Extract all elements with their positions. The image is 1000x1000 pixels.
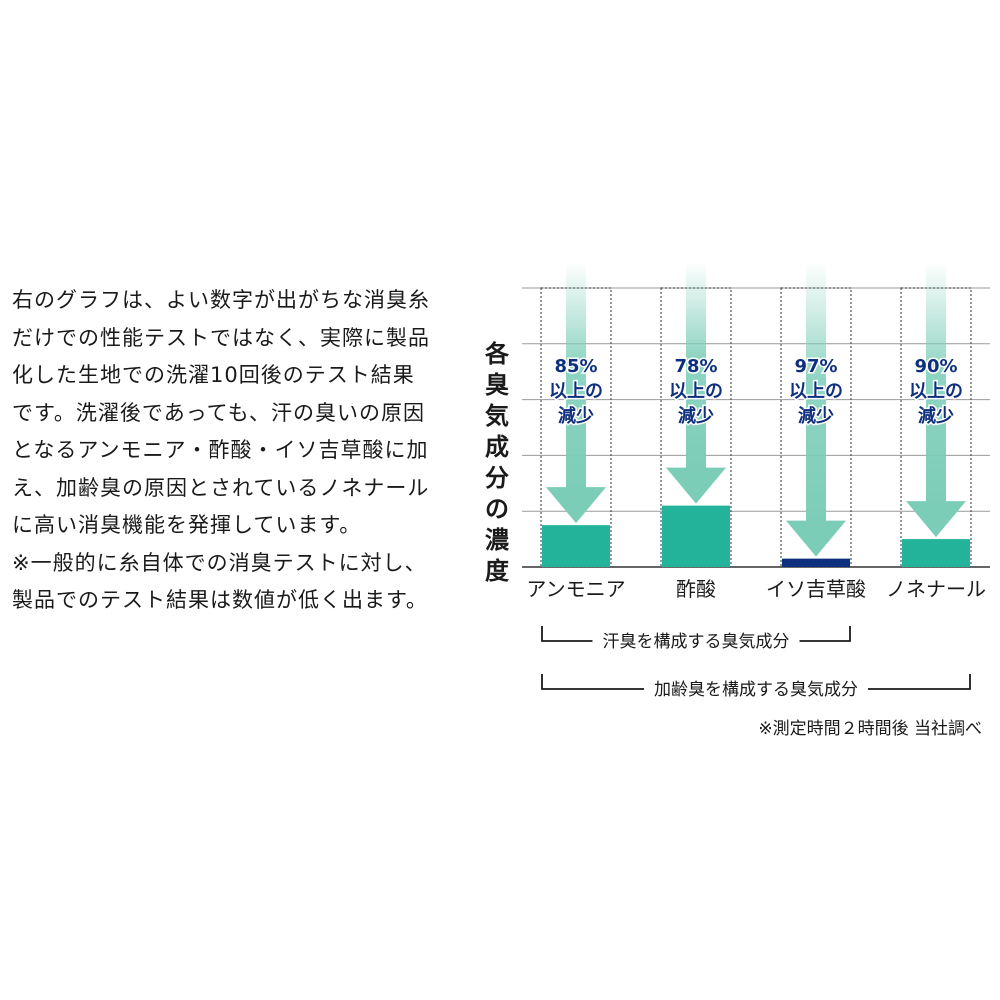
category-label: 酢酸 bbox=[676, 577, 716, 601]
reduction-arrow-head bbox=[906, 501, 966, 538]
description-paragraph: 右のグラフは、よい数字が出がちな消臭糸だけでの性能テストではなく、実際に製品化し… bbox=[12, 288, 430, 537]
bar-イソ吉草酸 bbox=[782, 558, 850, 567]
reduction-label: 97% bbox=[794, 356, 837, 377]
reduction-label: 85% bbox=[554, 356, 597, 377]
reduction-label: 減少 bbox=[918, 405, 954, 427]
reduction-arrow-shaft bbox=[686, 262, 706, 470]
reduction-label: 90% bbox=[914, 356, 957, 377]
bar-ノネナール bbox=[902, 539, 970, 567]
category-label: アンモニア bbox=[526, 577, 625, 601]
category-label: ノネナール bbox=[886, 577, 986, 601]
reduction-arrow-head bbox=[786, 520, 846, 557]
group-label: 汗臭を構成する臭気成分 bbox=[603, 632, 790, 652]
reduction-arrow-head bbox=[666, 467, 726, 504]
reduction-arrow-shaft bbox=[926, 262, 946, 504]
bar-アンモニア bbox=[542, 525, 610, 567]
description-note: ※一般的に糸自体での消臭テストに対し、製品でのテスト結果は数値が低く出ます。 bbox=[12, 550, 428, 613]
y-axis-label-char: 臭 bbox=[485, 371, 509, 399]
bar-酢酸 bbox=[662, 505, 730, 567]
group-label-bg bbox=[592, 629, 800, 653]
reduction-label: 78% bbox=[674, 356, 717, 377]
y-axis-label-char: 濃 bbox=[485, 526, 510, 554]
measurement-note: ※測定時間２時間後 当社調べ bbox=[758, 719, 982, 739]
reduction-arrow-shaft bbox=[806, 262, 826, 523]
reduction-label: 減少 bbox=[558, 405, 594, 427]
description-text: 右のグラフは、よい数字が出がちな消臭糸だけでの性能テストではなく、実際に製品化し… bbox=[12, 282, 432, 620]
reduction-label: 以上の bbox=[789, 381, 843, 402]
y-axis-label-char: 度 bbox=[485, 557, 510, 585]
category-label: イソ吉草酸 bbox=[766, 577, 866, 601]
reduction-label: 以上の bbox=[909, 381, 963, 402]
reduction-label: 以上の bbox=[549, 381, 603, 402]
y-axis-label-char: 分 bbox=[485, 464, 509, 492]
y-axis-label-char: 各 bbox=[484, 340, 510, 368]
reduction-arrow-shaft bbox=[566, 262, 586, 490]
y-axis-label-char: の bbox=[485, 495, 509, 523]
y-axis-label-char: 気 bbox=[485, 402, 509, 430]
reduction-arrow-head bbox=[546, 487, 606, 524]
reduction-label: 以上の bbox=[669, 381, 723, 402]
group-label: 加齢臭を構成する臭気成分 bbox=[654, 680, 858, 700]
y-axis-label-char: 成 bbox=[485, 433, 509, 461]
reduction-label: 減少 bbox=[798, 405, 834, 427]
group-label-bg bbox=[644, 677, 868, 701]
reduction-label: 減少 bbox=[678, 405, 714, 427]
